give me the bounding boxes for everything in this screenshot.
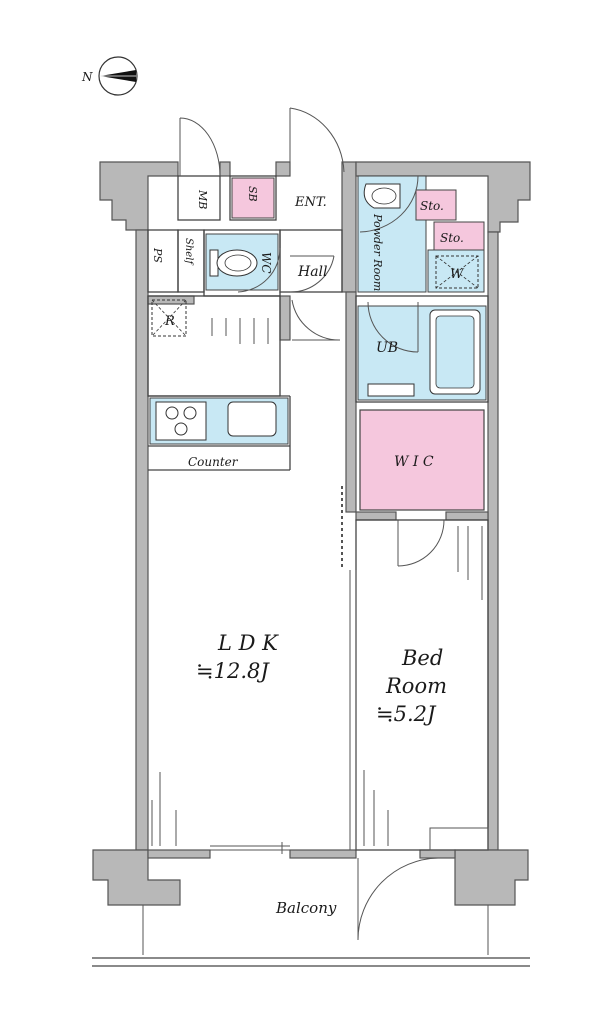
sink-icon xyxy=(363,183,401,209)
wall-ticks xyxy=(151,318,483,854)
wic-area xyxy=(359,409,485,511)
fixtures xyxy=(151,183,481,441)
storage-1-area xyxy=(415,189,457,221)
entrance-door-icon xyxy=(289,107,345,176)
sb-label: SB xyxy=(246,186,259,202)
washer-icon xyxy=(435,255,479,289)
shelf-label: Shelf xyxy=(183,238,194,266)
powder-door-icon xyxy=(359,175,419,233)
bedroom-name-label-2: Room xyxy=(385,674,447,698)
doors xyxy=(179,107,489,941)
wc-door-icon xyxy=(237,247,281,293)
washer-label: W xyxy=(450,267,465,282)
wc-label: WC xyxy=(259,252,273,274)
ldk-size-label: ≒12.8J xyxy=(196,659,270,683)
storage-2-label: Sto. xyxy=(440,231,464,245)
fridge-label: R xyxy=(164,314,175,329)
hall-label: Hall xyxy=(297,264,328,280)
labels: MB SB ENT. Sto. Sto. Powder Room PS Shel… xyxy=(151,186,465,917)
ldk-name-label: L D K xyxy=(217,631,279,655)
balcony-door-icon xyxy=(357,857,439,941)
kitchen-door-icon xyxy=(291,299,341,341)
fridge-icon xyxy=(151,299,187,337)
hall-door-icon xyxy=(289,255,335,293)
north-label: N xyxy=(81,70,93,84)
ps-label: PS xyxy=(151,247,164,263)
balcony xyxy=(92,905,530,967)
bathtub-icon xyxy=(367,309,481,397)
ub-door-icon xyxy=(367,301,419,353)
stove-icon xyxy=(155,401,207,441)
outer-walls xyxy=(92,161,531,906)
north-compass: N xyxy=(81,56,138,96)
bedroom-door-icon xyxy=(397,519,445,567)
bedroom-name-label-1: Bed xyxy=(401,646,443,670)
storage-1-label: Sto. xyxy=(420,199,444,213)
bedroom-size-label: ≒5.2J xyxy=(376,702,437,726)
balcony-label: Balcony xyxy=(275,899,337,917)
ub-label: UB xyxy=(376,340,398,356)
kitchen-sink-icon xyxy=(227,401,277,437)
mb-door-icon xyxy=(179,117,221,177)
powder-room-label: Powder Room xyxy=(371,213,384,291)
wic-label: W I C xyxy=(394,454,434,470)
shoe-box-area xyxy=(231,177,275,219)
storage-2-area xyxy=(433,221,485,251)
ent-label: ENT. xyxy=(294,195,327,210)
mb-label: MB xyxy=(196,189,209,209)
counter-label: Counter xyxy=(188,455,239,469)
toilet-icon xyxy=(209,249,258,277)
